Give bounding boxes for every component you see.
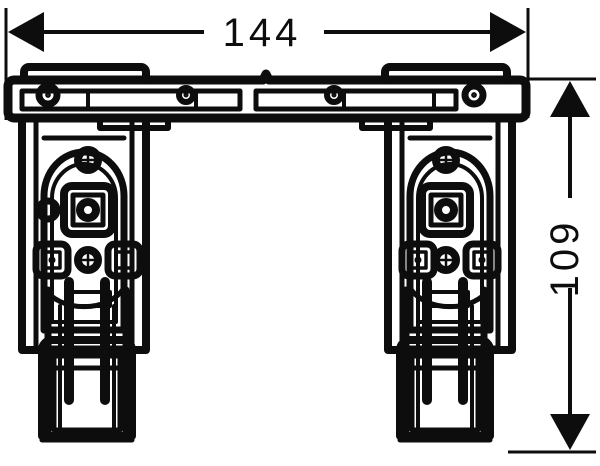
module-left-side-port — [35, 197, 61, 223]
spout-right-body — [396, 336, 494, 440]
dimension-width-144: 144 — [4, 8, 530, 120]
module-right-fixing-bl-core — [414, 256, 422, 264]
module-left-screw-top — [74, 146, 102, 174]
module-left-fixing-br-core — [120, 256, 128, 264]
module-left-fixing-br-inner — [114, 250, 134, 270]
spout-right — [396, 336, 494, 443]
module-left-screw-bottom — [74, 246, 102, 274]
module-left-fixing-bl-core — [48, 256, 56, 264]
module-left-fixing-bl-inner — [42, 250, 62, 270]
crossbar-ridge-left — [20, 63, 150, 84]
arrowhead-right — [490, 12, 526, 52]
crossbar-window-center — [253, 88, 459, 112]
crossbar-screw-right-core — [471, 92, 477, 98]
crossbar-screw-right — [461, 82, 487, 108]
crossbar-screw-left-core — [45, 92, 51, 98]
module-right-fixing-bl-inner — [408, 250, 428, 270]
dimension-height-109: 109 — [508, 77, 596, 454]
spout-right-inner — [409, 349, 481, 433]
module-right-valve-block — [418, 182, 474, 238]
crossbar-screw-left — [35, 82, 61, 108]
module-right-fixing-br-inner — [472, 250, 492, 270]
crossbar-screw-center-right — [324, 85, 344, 105]
crossbar-screw-center-left-core — [183, 92, 189, 98]
arrowhead-top — [550, 81, 590, 117]
module-left-valve-bore — [76, 198, 100, 222]
module-left-valve-inner-square — [70, 192, 106, 228]
module-right-fixing-br — [462, 240, 502, 280]
crossbar-window-left — [19, 88, 243, 112]
product-outline — [3, 63, 531, 443]
dimension-label-width: 144 — [223, 11, 302, 55]
module-right-valve-inner-square — [428, 192, 464, 228]
module-left-fixing-bl — [32, 240, 72, 280]
crossbar-screw-center-right-core — [331, 92, 337, 98]
spout-left-body — [38, 336, 136, 440]
module-right-valve-bore — [434, 198, 458, 222]
top-crossbar-group — [3, 63, 531, 131]
module-left-inner-wall — [33, 115, 135, 351]
crossbar-body — [3, 69, 531, 123]
crossbar-ridge-right — [381, 63, 511, 84]
module-right-fixing-br-core — [478, 256, 486, 264]
dimension-label-height: 109 — [543, 219, 587, 298]
module-right-screw-bottom — [432, 246, 460, 274]
spout-left-inner — [51, 349, 123, 433]
module-left-fixing-br — [104, 240, 144, 280]
module-right-screw-top — [432, 146, 460, 174]
module-right-inner-wall — [399, 115, 501, 351]
spout-left — [38, 336, 136, 443]
module-left-valve-block — [60, 182, 116, 238]
arrowhead-bottom — [550, 414, 590, 450]
crossbar-screw-center-left — [176, 85, 196, 105]
arrowhead-left — [8, 12, 44, 52]
crossbar-flange-right — [359, 115, 433, 131]
